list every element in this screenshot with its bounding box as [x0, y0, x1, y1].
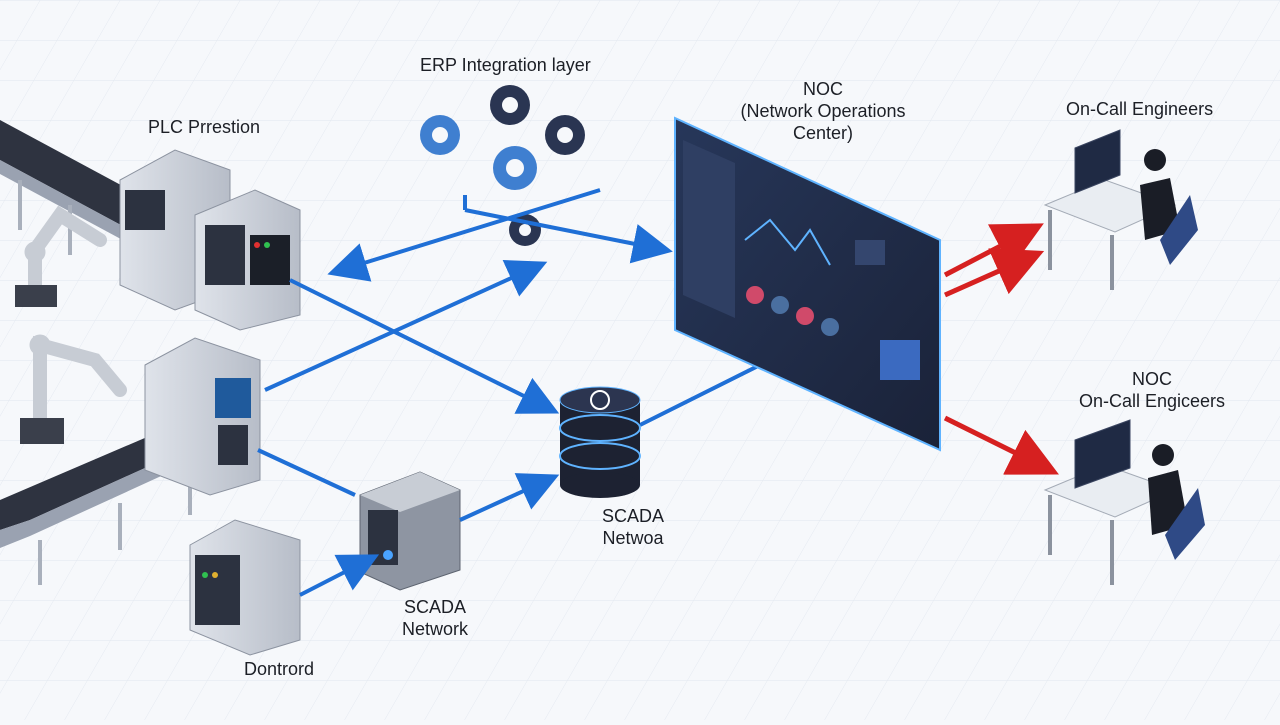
dontrord-text: Dontrord	[244, 659, 315, 679]
scada-hub-subtitle: Netwoa	[602, 528, 664, 548]
engineer-workstation-icon	[1043, 419, 1205, 585]
plc-cabinet-icon	[189, 519, 301, 656]
arrow-icon	[943, 223, 1059, 475]
noc-dashboard-icon	[674, 116, 941, 452]
gear-icon	[420, 85, 585, 246]
scada-network-label: SCADA Network	[392, 596, 478, 640]
plc-cabinet-icon	[144, 337, 261, 496]
noc-title: NOC	[803, 79, 843, 99]
robot-arm-icon	[15, 205, 127, 444]
scada-network-subtitle: Network	[401, 619, 468, 639]
scada-network-title: SCADA	[403, 597, 466, 617]
noc-subtitle-2: Center)	[792, 123, 854, 143]
noc-label: NOC (Network Operations Center)	[728, 78, 918, 144]
network-switch-icon	[359, 471, 461, 591]
scada-hub-label: SCADA Netwoa	[593, 505, 673, 549]
noc-oncall-subtitle: On-Call Engiceers	[1078, 391, 1226, 411]
plc-label: PLC Prrestion	[148, 116, 260, 138]
noc-oncall-label: NOC On-Call Engiceers	[1070, 368, 1234, 412]
dontrord-label: Dontrord	[244, 658, 314, 680]
erp-integration-text: ERP Integration layer	[420, 55, 591, 75]
noc-subtitle-1: (Network Operations	[740, 101, 906, 121]
erp-integration-label: ERP Integration layer	[420, 54, 591, 76]
plc-text: PLC Prrestion	[148, 117, 261, 137]
plc-cabinet-icon	[119, 149, 301, 331]
oncall-engineers-text: On-Call Engineers	[1066, 99, 1214, 119]
noc-oncall-title: NOC	[1132, 369, 1172, 389]
engineer-workstation-icon	[1043, 129, 1198, 290]
scada-hub-title: SCADA	[601, 506, 664, 526]
arrow-icon	[257, 188, 811, 597]
oncall-engineers-label: On-Call Engineers	[1066, 98, 1213, 120]
database-server-icon	[559, 386, 641, 498]
